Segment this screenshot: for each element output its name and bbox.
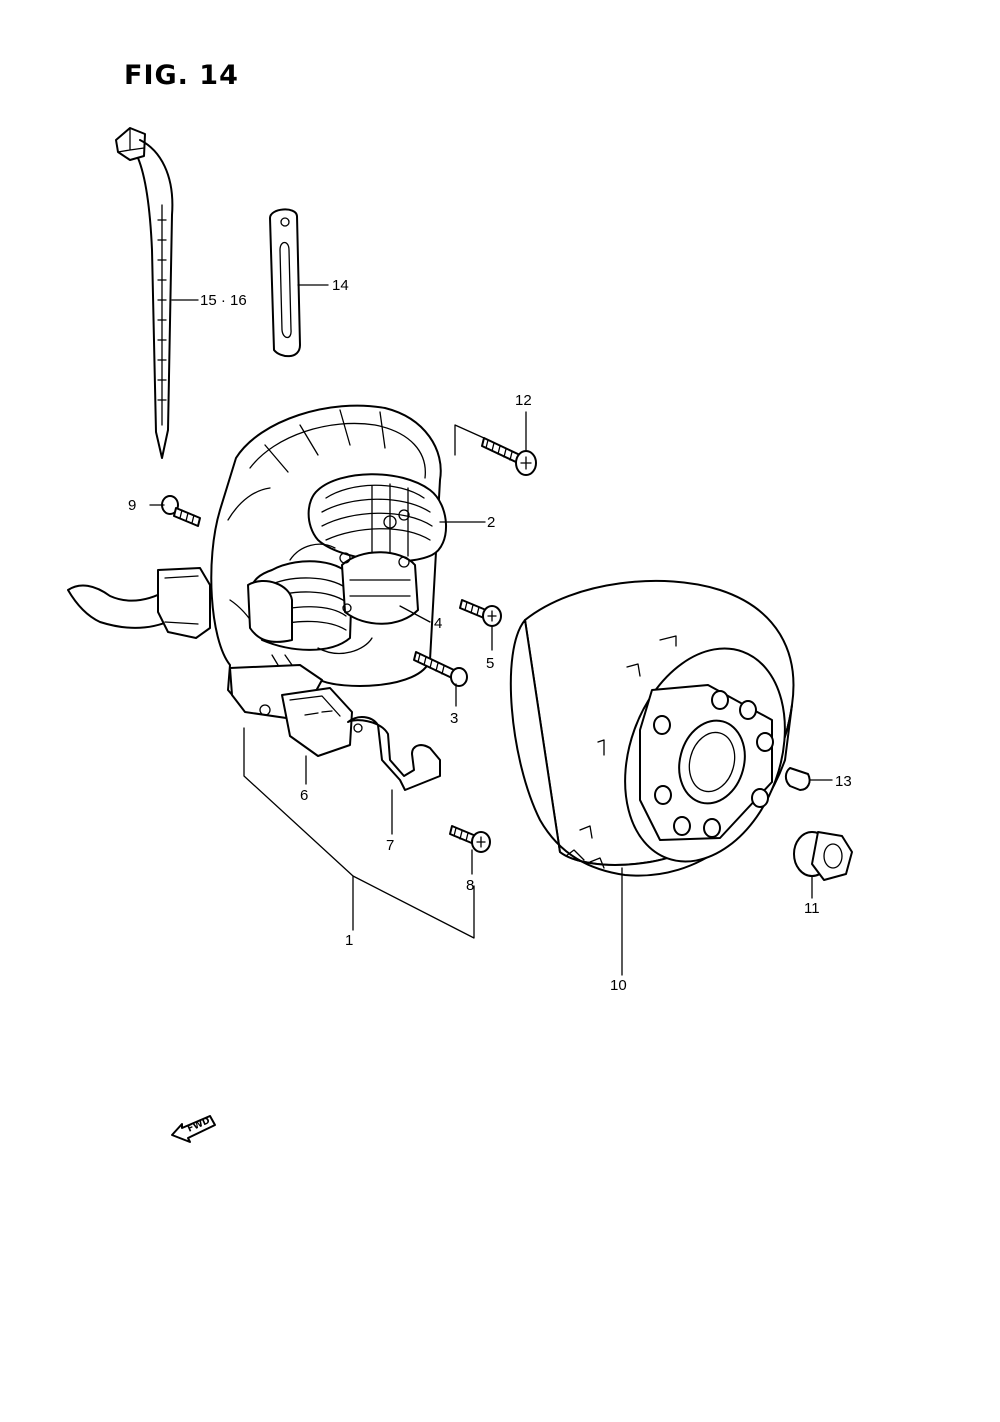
callout-14: 14 [332,277,349,294]
leader-lines [149,284,833,976]
stator-coil-drawing [247,473,447,651]
callout-13: 13 [835,773,852,790]
callout-10: 10 [610,977,627,994]
screw-part-12-drawing [481,437,537,476]
bracket-drawing [347,716,441,791]
flywheel-rotor-drawing [509,579,795,877]
connector-drawing [281,687,353,757]
callout-2: 2 [487,514,495,531]
callout-5: 5 [486,655,494,672]
callout-4: 4 [434,615,442,632]
callout-1: 1 [345,932,353,949]
callout-15-16: 15 · 16 [200,292,247,309]
nut-drawing [793,831,853,881]
woodruff-key-drawing [784,767,811,791]
figure-title: FIG. 14 [124,60,239,91]
callout-12: 12 [515,392,532,409]
callout-labels: 1 2 3 4 5 6 7 8 9 10 11 12 13 14 15 · 16 [128,277,852,994]
callout-7: 7 [386,837,394,854]
callout-8: 8 [466,877,474,894]
fwd-arrow-icon: FWD [171,1115,216,1143]
screw-part-3-drawing [413,651,468,687]
callout-3: 3 [450,710,458,727]
callout-9: 9 [128,497,136,514]
callout-11: 11 [804,900,820,917]
pulser-coil-drawing [289,543,419,655]
callout-6: 6 [300,787,308,804]
clamp-strap-drawing [269,208,301,358]
wire-harness-drawing [67,567,211,639]
cable-tie-drawing [115,127,174,459]
screw-part-9-drawing [161,495,201,527]
screw-part-8-drawing [449,825,491,853]
screw-part-5-drawing [459,599,502,627]
